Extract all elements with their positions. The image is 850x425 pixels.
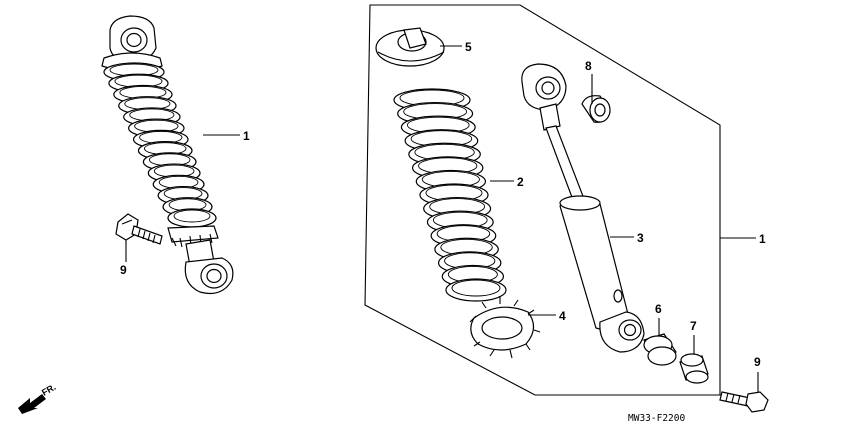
callout-spring: 2 (517, 175, 524, 189)
diagram-code: MW33-F2200 (628, 413, 685, 424)
callout-bushing-lower: 6 (655, 302, 662, 316)
callout-collar: 7 (690, 319, 697, 333)
callout-spring-seat: 4 (559, 309, 566, 323)
left-callouts: 1 9 (120, 129, 250, 277)
spring-coil-turn (445, 278, 507, 302)
callout-spring-stopper: 5 (465, 40, 472, 54)
damper-unit (521, 63, 645, 353)
bushing-lower (643, 333, 677, 366)
right-callouts: 5 8 2 3 1 4 6 7 9 (440, 40, 766, 392)
right-bolt (719, 391, 769, 413)
collar (679, 353, 709, 384)
front-direction-arrow: FR. (18, 382, 58, 414)
spring-coil-inner (173, 209, 211, 223)
bushing-upper (581, 95, 611, 123)
callout-bushing-upper: 8 (585, 59, 592, 73)
callout-left-assembly: 1 (243, 129, 250, 143)
front-direction-label: FR. (40, 382, 58, 398)
callout-right-assembly: 1 (759, 232, 766, 246)
callout-right-bolt: 9 (754, 355, 761, 369)
spring-seat (469, 296, 541, 359)
coil-spring (393, 88, 507, 302)
exploded-group-outline (364, 4, 721, 396)
left-bolt (115, 213, 163, 245)
callout-damper: 3 (637, 231, 644, 245)
assembled-shock-absorber (101, 15, 234, 295)
spring-coil-inner (451, 279, 501, 297)
spring-stopper (375, 27, 445, 67)
callout-left-bolt: 9 (120, 263, 127, 277)
